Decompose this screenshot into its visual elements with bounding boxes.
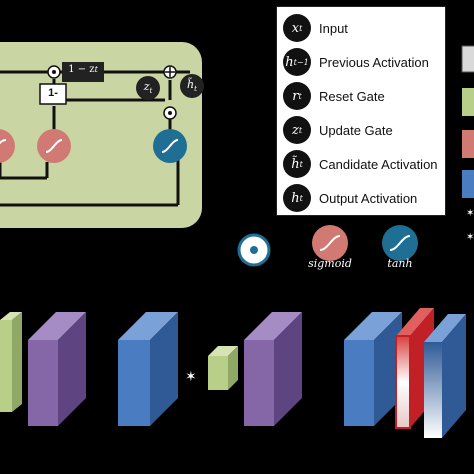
one-minus-box: [39, 83, 67, 105]
legend-label: Update Gate: [319, 122, 393, 138]
cell-gates: [39, 62, 204, 120]
legend-label: Output Activation: [319, 190, 418, 206]
cell-activation-nodes: [0, 129, 187, 163]
layer-block-blue-1: [118, 312, 178, 426]
sigmoid-label: sigmoid: [308, 257, 352, 270]
legend-item-candidate-activation: h̃t Candidate Activation: [283, 149, 438, 179]
one-minus-label: 1-: [48, 87, 58, 99]
legend-label: Reset Gate: [319, 88, 385, 104]
svg-text:✶: ✶: [466, 208, 474, 219]
z-node: [136, 76, 160, 100]
layer-block-green-1: [0, 312, 22, 412]
layer-blocks: ✶: [0, 308, 466, 438]
layer-block-green-small: [208, 346, 238, 390]
tanh-label: tanh: [387, 257, 413, 270]
z-node-label: zt: [143, 80, 153, 96]
candidate-activation-symbol-icon: h̃t: [283, 150, 311, 178]
multiply-gate-dot: [52, 70, 56, 74]
sigmoid-node-left: [0, 129, 15, 163]
svg-text:✶: ✶: [466, 232, 474, 243]
legend-label: Input: [319, 20, 348, 36]
legend-label: Previous Activation: [319, 54, 429, 70]
htilde-node: [180, 74, 204, 98]
conv-star-icon: ✶: [185, 368, 197, 384]
htilde-node-label: h̃t: [187, 78, 197, 94]
layer-block-purple-2: [244, 312, 302, 426]
legend-label: Candidate Activation: [319, 156, 438, 172]
one-minus-z-box: [62, 62, 104, 82]
one-minus-z-label: 1 − zt: [68, 64, 98, 75]
layer-block-blue-gradient: [424, 314, 466, 438]
layer-block-purple-1: [28, 312, 86, 426]
layer-block-blue-2: [344, 312, 402, 426]
right-edge-swatches: ✶ ✶: [461, 45, 474, 243]
